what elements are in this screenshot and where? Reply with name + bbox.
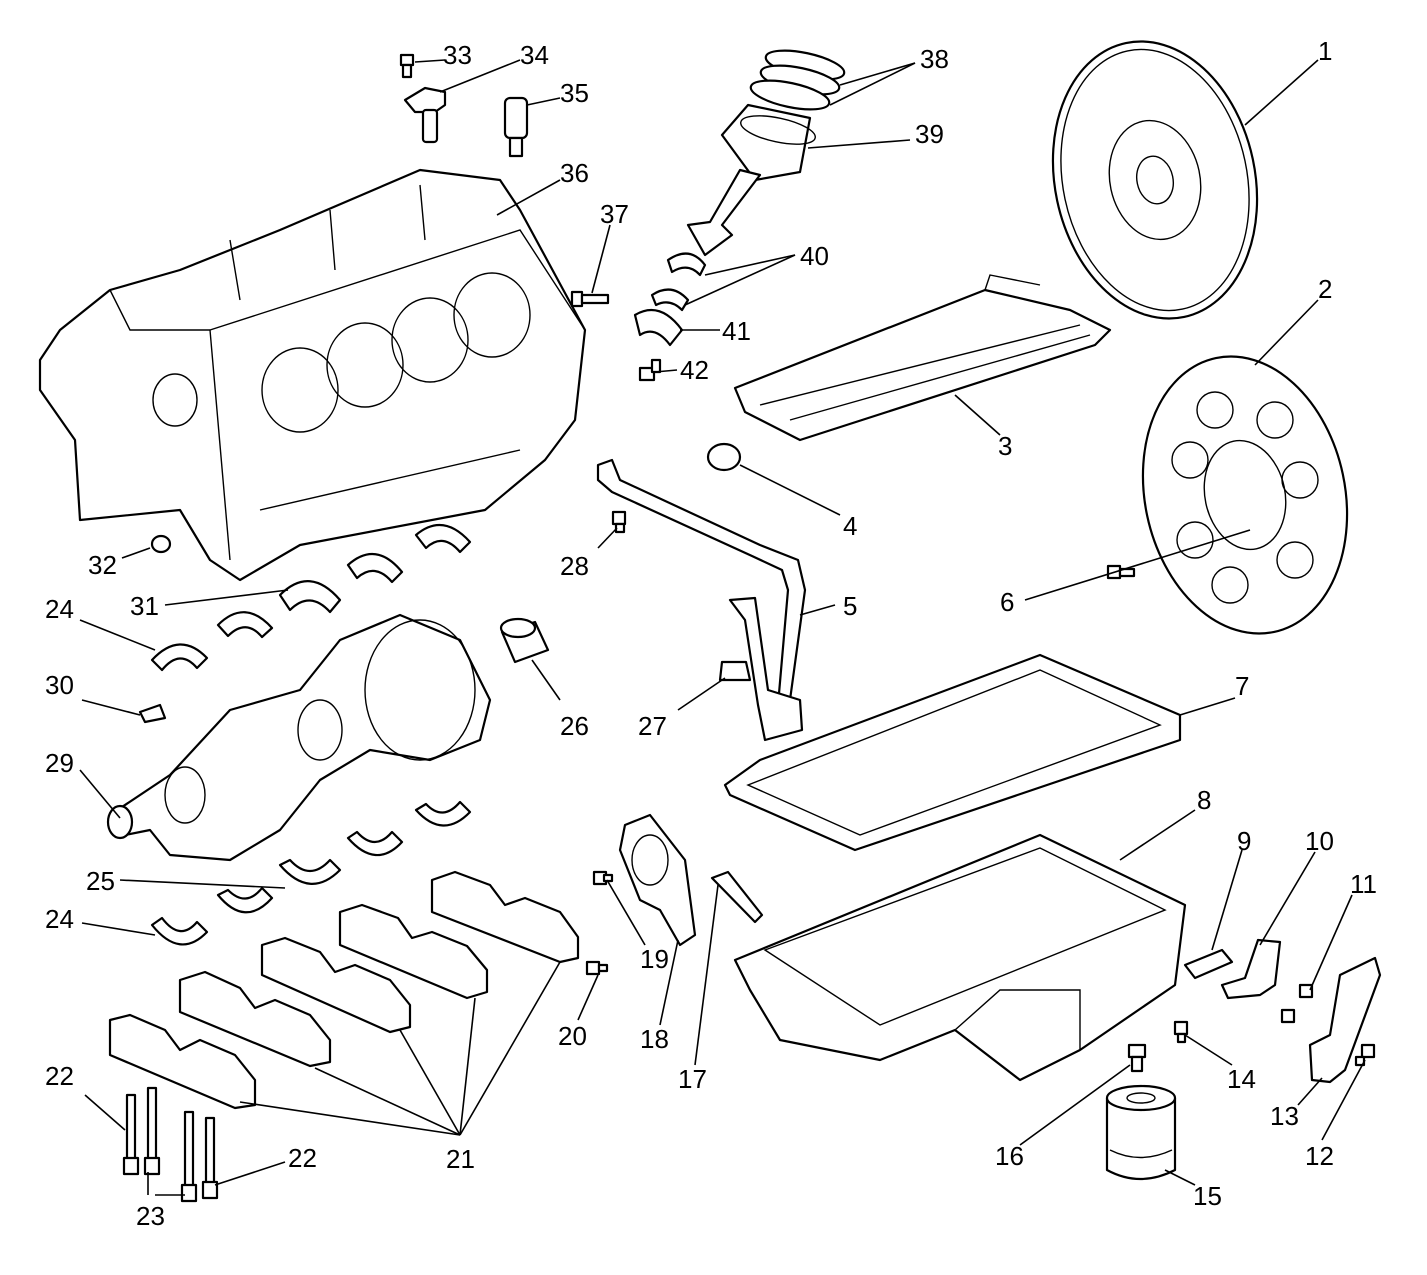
callout-1: 1	[1318, 36, 1332, 66]
connecting-rod-bearings	[650, 252, 707, 312]
expansion-plug	[150, 534, 172, 554]
crankshaft-bushing	[499, 617, 550, 664]
oil-cooler-adapter-gasket	[1183, 948, 1234, 980]
upper-main-bearings	[150, 523, 472, 672]
callout-labels: 1 2 3 4 5 6 7 8 9 10 11 12 13 14 15 16 1…	[45, 36, 1377, 1231]
callout-41: 41	[722, 316, 751, 346]
oil-pressure-sensor	[503, 96, 529, 158]
callout-40: 40	[800, 241, 829, 271]
oil-cooler-adapter-bolts	[1280, 983, 1314, 1024]
callout-28: 28	[560, 551, 589, 581]
callout-18: 18	[640, 1024, 669, 1054]
lower-main-bearings	[150, 800, 472, 946]
callout-42: 42	[680, 355, 709, 385]
callout-2: 2	[1318, 274, 1332, 304]
main-bearing-caps	[108, 870, 580, 1110]
piston-rings	[749, 49, 846, 111]
oil-pump-screen-seal	[706, 442, 742, 472]
engine-block	[38, 168, 587, 582]
callout-21: 21	[446, 1144, 475, 1174]
oil-pan-bolt	[1173, 1020, 1189, 1044]
callout-7: 7	[1235, 671, 1249, 701]
oil-filter	[1105, 1084, 1177, 1180]
flexplate	[1141, 355, 1349, 635]
callout-36: 36	[560, 158, 589, 188]
oil-level-sensor	[710, 870, 764, 924]
callout-34: 34	[520, 40, 549, 70]
main-bearing-bolts	[122, 1086, 219, 1203]
callout-22a: 22	[45, 1061, 74, 1091]
oil-pump-screen-bolt	[611, 510, 627, 534]
callout-32: 32	[88, 550, 117, 580]
flywheel	[1051, 40, 1259, 320]
callout-3: 3	[998, 431, 1012, 461]
piston	[720, 103, 816, 182]
oil-pan-bolt-front	[585, 960, 609, 976]
oil-pan-gasket	[723, 653, 1182, 852]
sensor-bolt	[399, 53, 415, 79]
oil-filter-fitting	[1127, 1043, 1147, 1073]
callout-24b: 24	[45, 904, 74, 934]
crankshaft-key	[138, 703, 167, 724]
callout-31: 31	[130, 591, 159, 621]
block-plug	[570, 290, 610, 308]
callout-6: 6	[1000, 587, 1014, 617]
callout-14: 14	[1227, 1064, 1256, 1094]
callout-11: 11	[1350, 869, 1377, 899]
callout-29: 29	[45, 748, 74, 778]
oil-pump-screen-nut	[718, 660, 752, 682]
oil-pan	[733, 833, 1187, 1082]
oil-deflector	[733, 274, 1112, 442]
callout-37: 37	[600, 199, 629, 229]
oil-cooler-adapter	[1220, 938, 1282, 1000]
crankshaft	[106, 613, 492, 862]
callout-19: 19	[640, 944, 669, 974]
callout-22b: 22	[288, 1143, 317, 1173]
callout-10: 10	[1305, 826, 1334, 856]
oil-pan-cover	[618, 813, 697, 947]
connecting-rod-cap	[633, 308, 684, 347]
callout-12: 12	[1305, 1141, 1334, 1171]
callout-24a: 24	[45, 594, 74, 624]
callout-25: 25	[86, 866, 115, 896]
callout-4: 4	[843, 511, 857, 541]
transmission-cover-bracket	[1308, 956, 1382, 1084]
connecting-rod	[686, 168, 762, 257]
callout-26: 26	[560, 711, 589, 741]
leader-lines	[79, 59, 1366, 1196]
callout-35: 35	[560, 78, 589, 108]
oil-pump-screen	[596, 458, 807, 742]
crankshaft-position-sensor	[403, 86, 447, 144]
callout-23: 23	[136, 1201, 165, 1231]
callout-16: 16	[995, 1141, 1024, 1171]
bracket-bolt	[1354, 1043, 1376, 1067]
callout-39: 39	[915, 119, 944, 149]
callout-30: 30	[45, 670, 74, 700]
callout-17: 17	[678, 1064, 707, 1094]
callout-20: 20	[558, 1021, 587, 1051]
rod-cap-bolt	[638, 358, 662, 382]
oil-pan-cover-bolt	[592, 870, 614, 886]
callout-8: 8	[1197, 785, 1211, 815]
callout-33: 33	[443, 40, 472, 70]
callout-5: 5	[843, 591, 857, 621]
callout-38: 38	[920, 44, 949, 74]
callout-15: 15	[1193, 1181, 1222, 1211]
callout-9: 9	[1237, 826, 1251, 856]
callout-13: 13	[1270, 1101, 1299, 1131]
callout-27: 27	[638, 711, 667, 741]
